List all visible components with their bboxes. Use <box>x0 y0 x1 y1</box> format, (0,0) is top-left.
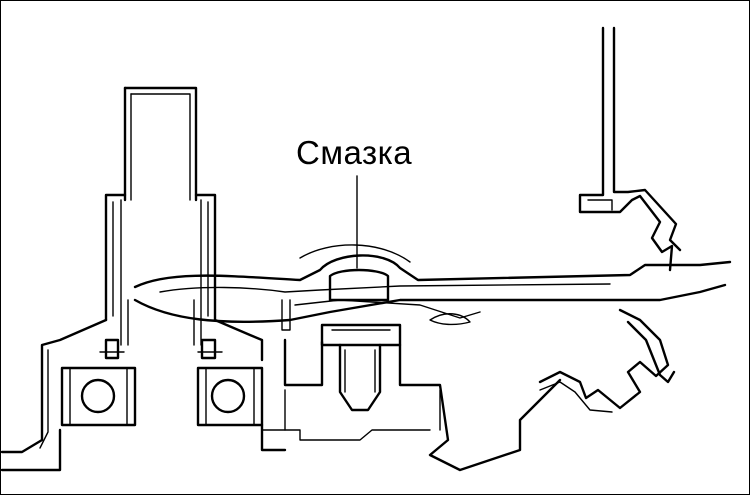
diaphragm-spring <box>538 26 682 413</box>
housing <box>0 318 562 472</box>
lever-arm <box>133 244 732 326</box>
stud-bolt <box>281 268 402 412</box>
bearing-clips <box>99 338 223 360</box>
shaft <box>104 86 217 346</box>
lubricant-label: Смазка <box>296 134 413 171</box>
bearings <box>60 366 264 427</box>
